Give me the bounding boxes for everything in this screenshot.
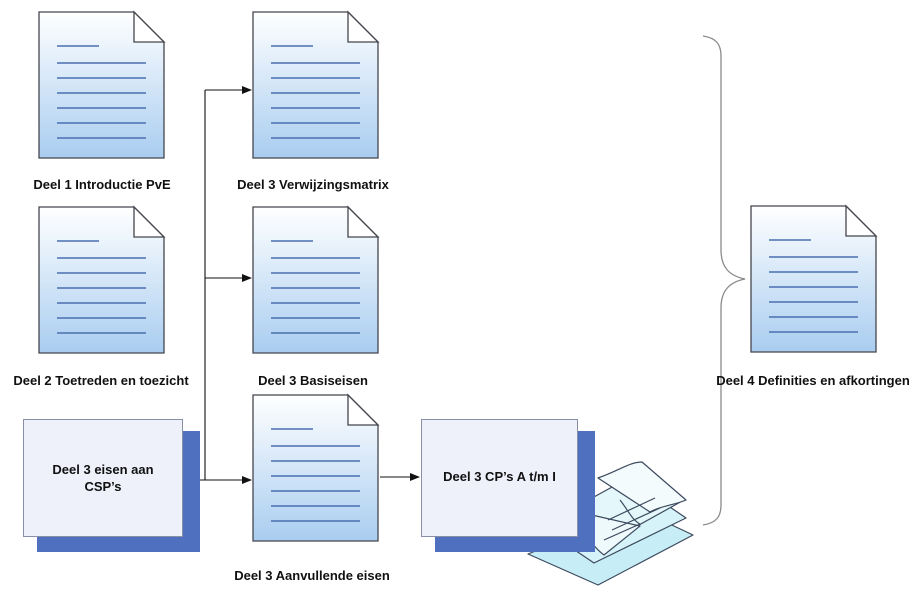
document-icon-verwijzingsmatrix [252,10,380,159]
document-icon-deel4 [750,204,878,353]
csp-box-line2: CSP’s [84,479,122,494]
label-deel2: Deel 2 Toetreden en toezicht [13,373,189,388]
document-icon-basiseisen [252,205,380,354]
label-deel1: Deel 1 Introductie PvE [33,177,171,192]
cp-box: Deel 3 CP’s A t/m I [421,419,578,537]
label-verwijzingsmatrix: Deel 3 Verwijzingsmatrix [237,177,389,192]
document-icon-aanvullende-eisen [252,393,380,542]
csp-box: Deel 3 eisen aan CSP’s [23,419,183,537]
csp-box-line1: Deel 3 eisen aan [52,462,154,477]
document-icon-deel1 [38,10,166,159]
label-aanvullende-eisen: Deel 3 Aanvullende eisen [234,568,390,583]
document-icon-deel2 [38,205,166,354]
label-deel4: Deel 4 Definities en afkortingen [716,373,910,388]
cp-box-label: Deel 3 CP’s A t/m I [443,469,556,484]
label-basiseisen: Deel 3 Basiseisen [258,373,368,388]
curly-brace-icon [702,35,746,526]
